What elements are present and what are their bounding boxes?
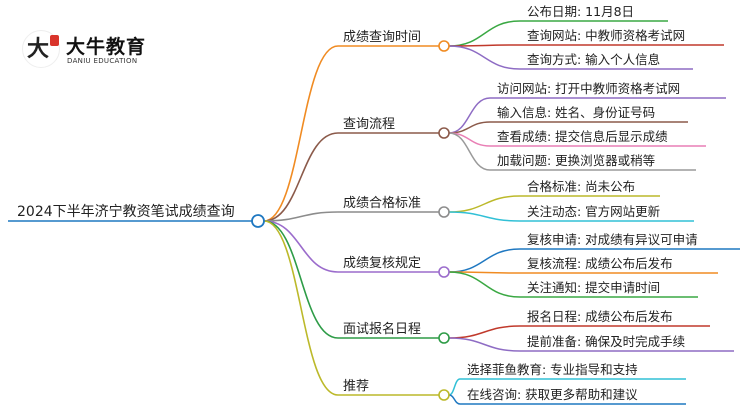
leaf-label-b5-0: 选择菲鱼教育: 专业指导和支持: [467, 362, 638, 377]
leaf-label-b2-1: 关注动态: 官方网站更新: [527, 204, 660, 219]
connector-leaf-b3-2: [448, 271, 521, 298]
connector-root-b3: [263, 220, 339, 273]
connector-root-b1: [263, 132, 339, 222]
leaf-label-b4-0: 报名日程: 成绩公布后发布: [527, 309, 673, 324]
logo-mark-icon: 大: [22, 30, 60, 68]
root-label: 2024下半年济宁教资笔试成绩查询: [17, 203, 235, 220]
leaf-label-b3-0: 复核申请: 对成绩有异议可申请: [527, 232, 698, 247]
leaf-label-b5-1: 在线咨询: 获取更多帮助和建议: [467, 387, 638, 402]
connector-leaf-b4-1: [448, 337, 521, 352]
leaf-label-b0-1: 查询网站: 中教师资格考试网: [527, 28, 685, 43]
connector-leaf-b0-0: [448, 20, 521, 47]
branch-label-b5: 推荐: [343, 379, 369, 394]
leaf-label-b1-3: 加载问题: 更换浏览器或稍等: [497, 153, 655, 168]
leaf-label-b4-1: 提前准备: 确保及时完成手续: [527, 334, 685, 349]
leaf-label-b0-2: 查询方式: 输入个人信息: [527, 52, 660, 67]
connector-leaf-b2-1: [448, 211, 521, 222]
connector-root-b2: [263, 211, 339, 222]
branch-label-b4: 面试报名日程: [343, 321, 421, 337]
branch-node-b3: [438, 266, 450, 278]
connector-leaf-b5-1: [448, 394, 461, 405]
branch-node-b4: [438, 332, 450, 344]
connector-leaf-b5-0: [448, 378, 461, 396]
leaf-label-b2-0: 合格标准: 尚未公布: [527, 179, 635, 194]
connector-root-b0: [263, 45, 339, 222]
branch-node-b5: [438, 389, 450, 401]
leaf-label-b1-2: 查看成绩: 提交信息后显示成绩: [497, 129, 668, 144]
branch-label-b0: 成绩查询时间: [343, 30, 421, 45]
connector-leaf-b4-0: [448, 325, 521, 339]
leaf-label-b0-0: 公布日期: 11月8日: [527, 4, 634, 19]
branch-node-b0: [438, 40, 450, 52]
leaf-label-b3-1: 复核流程: 成绩公布后发布: [527, 256, 673, 271]
connector-leaf-b3-0: [448, 248, 521, 273]
leaf-label-b1-1: 输入信息: 姓名、身份证号码: [497, 105, 655, 120]
branch-label-b3: 成绩复核规定: [343, 256, 421, 271]
leaf-label-b3-2: 关注通知: 提交申请时间: [527, 280, 660, 295]
logo-subtitle: DANIU EDUCATION: [67, 57, 138, 65]
logo-title: 大牛教育: [66, 36, 147, 58]
root-node: [251, 214, 265, 228]
connector-leaf-b0-2: [448, 45, 521, 70]
branch-node-b2: [438, 206, 450, 218]
brand-logo: 大 大牛教育 DANIU EDUCATION: [22, 28, 172, 72]
branch-label-b1: 查询流程: [343, 117, 395, 132]
leaf-label-b1-0: 访问网站: 打开中教师资格考试网: [497, 81, 680, 96]
branch-node-b1: [438, 127, 450, 139]
connector-leaf-b2-0: [448, 195, 521, 213]
connector-root-b5: [263, 220, 339, 396]
connector-leaf-b1-3: [448, 132, 491, 171]
connector-root-b4: [263, 220, 339, 339]
branch-label-b2: 成绩合格标准: [343, 195, 421, 211]
